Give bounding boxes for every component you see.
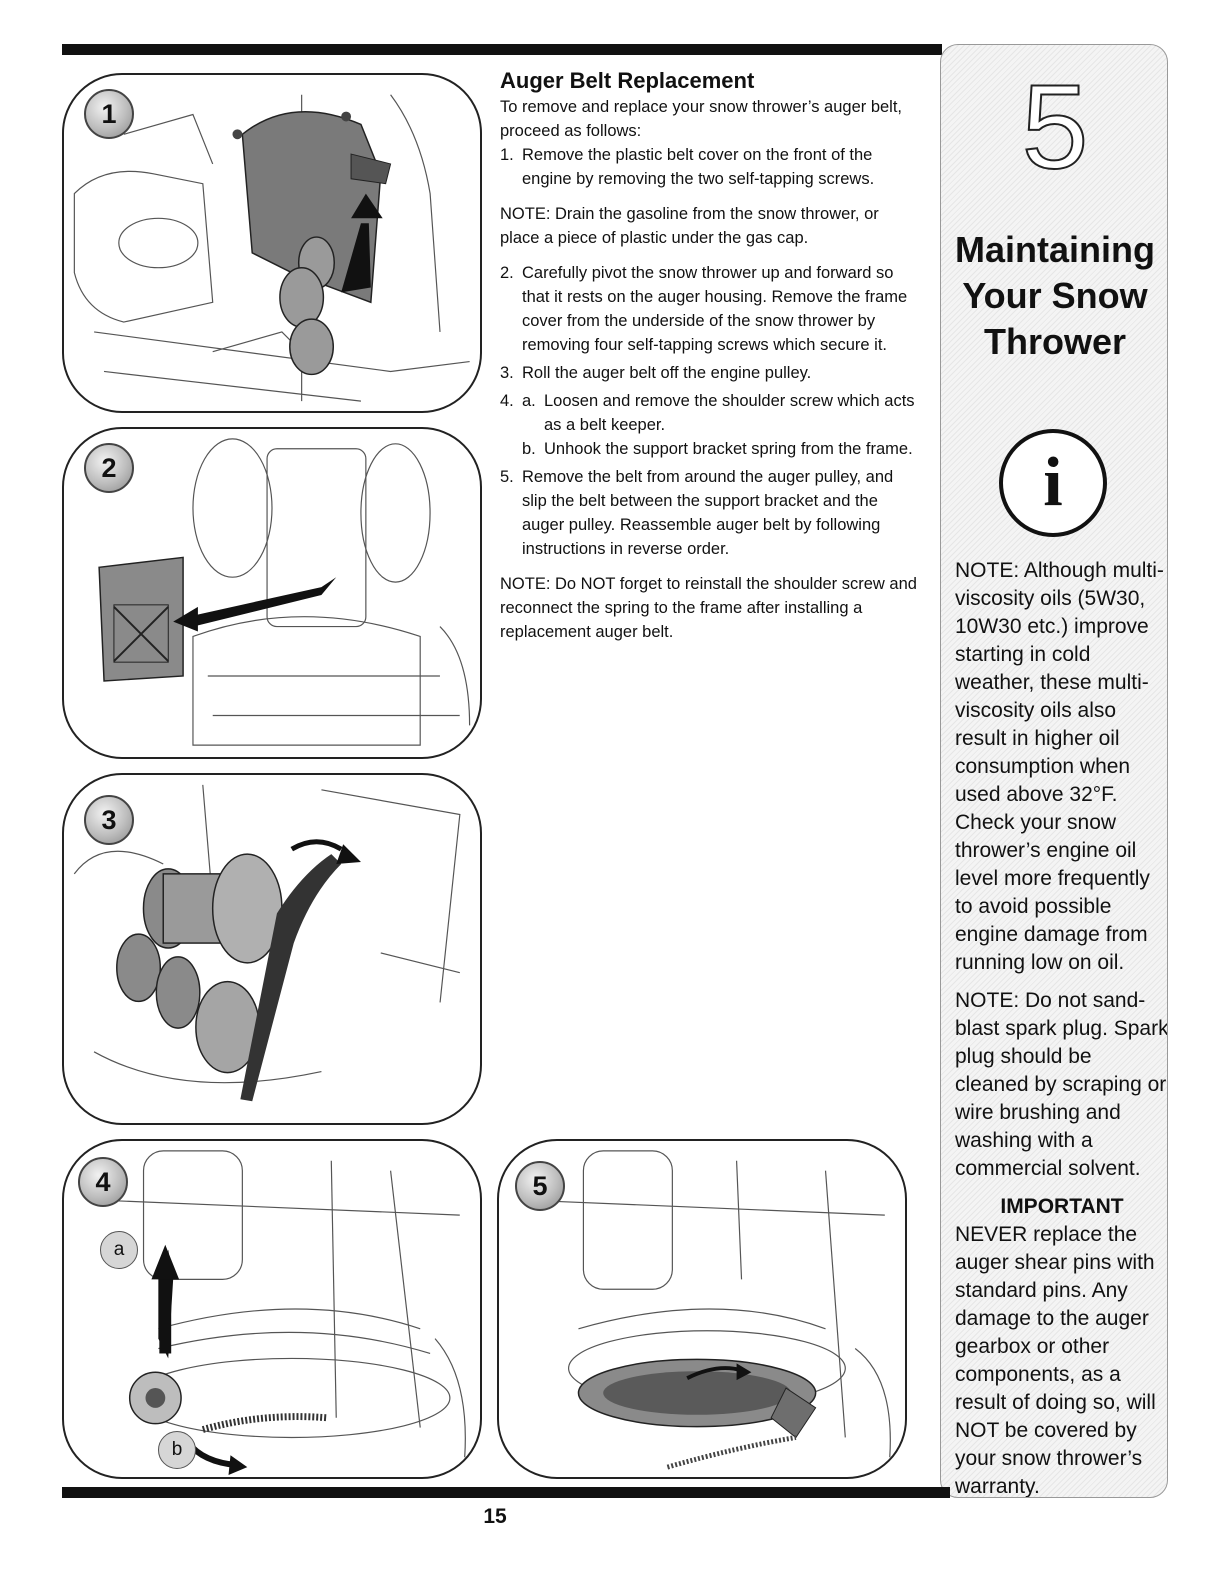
figure-5-illustration bbox=[529, 1150, 891, 1470]
figure-1-illustration bbox=[73, 94, 470, 402]
note-oil-viscosity: NOTE: Although multi-viscosity oils (5W3… bbox=[955, 559, 1164, 974]
figure-4-shoulder-screw: 4 a b bbox=[62, 1139, 482, 1479]
bottom-rule bbox=[62, 1487, 950, 1498]
step-5: 5. Remove the belt from around the auger… bbox=[500, 465, 920, 561]
step-badge-5: 5 bbox=[515, 1161, 565, 1211]
important-heading: IMPORTANT bbox=[1000, 1195, 1124, 1218]
step-2: 2. Carefully pivot the snow thrower up a… bbox=[500, 261, 920, 357]
figure-2-frame-cover: 2 bbox=[62, 427, 482, 759]
label-b: b bbox=[158, 1431, 196, 1469]
step-badge-4: 4 bbox=[78, 1157, 128, 1207]
chapter-title: Maintaining Your Snow Thrower bbox=[941, 227, 1167, 365]
step-4b-text: Unhook the support bracket spring from t… bbox=[544, 440, 913, 458]
step-badge-1: 1 bbox=[84, 89, 134, 139]
section-title: Auger Belt Replacement bbox=[500, 68, 755, 93]
chapter-number: 5 bbox=[1021, 60, 1090, 194]
chapter-title-line-1: Maintaining bbox=[955, 229, 1155, 270]
step-5-number: 5. bbox=[500, 468, 514, 486]
intro-text: To remove and replace your snow thrower’… bbox=[500, 98, 903, 140]
step-4a: a. Loosen and remove the shoulder screw … bbox=[522, 389, 920, 437]
top-rule bbox=[62, 44, 942, 55]
step-2-text: Carefully pivot the snow thrower up and … bbox=[522, 264, 908, 354]
step-badge-3: 3 bbox=[84, 795, 134, 845]
important-shear-pins: NEVER replace the auger shear pins with … bbox=[955, 1223, 1156, 1498]
info-icon: i bbox=[999, 429, 1107, 537]
figure-3-engine-pulley: 3 bbox=[62, 773, 482, 1125]
page-number: 15 bbox=[483, 1505, 507, 1528]
step-4b: b. Unhook the support bracket spring fro… bbox=[522, 437, 920, 461]
figure-2-illustration bbox=[98, 438, 471, 746]
figure-1-belt-cover: 1 bbox=[62, 73, 482, 413]
label-a: a bbox=[100, 1231, 138, 1269]
step-4b-letter: b. bbox=[522, 440, 536, 458]
step-4a-text: Loosen and remove the shoulder screw whi… bbox=[544, 392, 915, 434]
step-4a-letter: a. bbox=[522, 392, 536, 410]
figure-4-illustration bbox=[103, 1150, 466, 1476]
step-4-number: 4. bbox=[500, 392, 514, 410]
chapter-sidebar: 5 Maintaining Your Snow Thrower i NOTE: … bbox=[940, 44, 1168, 1498]
step-3-number: 3. bbox=[500, 364, 514, 382]
note-spark-plug: NOTE: Do not sand-blast spark plug. Spar… bbox=[955, 989, 1168, 1180]
step-1-number: 1. bbox=[500, 146, 514, 164]
step-2-number: 2. bbox=[500, 264, 514, 282]
figure-5-auger-pulley: 5 bbox=[497, 1139, 907, 1479]
chapter-title-line-3: Thrower bbox=[983, 321, 1126, 362]
step-3-text: Roll the auger belt off the engine pulle… bbox=[522, 364, 812, 382]
step-badge-2: 2 bbox=[84, 443, 134, 493]
sidebar-notes: NOTE: Although multi-viscosity oils (5W3… bbox=[955, 557, 1168, 1498]
auger-belt-instructions: Auger Belt Replacement To remove and rep… bbox=[500, 68, 920, 655]
steps-list-part2: 2. Carefully pivot the snow thrower up a… bbox=[500, 261, 920, 561]
step-1: 1. Remove the plastic belt cover on the … bbox=[500, 143, 920, 191]
note-shoulder-screw: NOTE: Do NOT forget to reinstall the sho… bbox=[500, 575, 917, 641]
step-4: 4. a. Loosen and remove the shoulder scr… bbox=[500, 389, 920, 461]
step-1-text: Remove the plastic belt cover on the fro… bbox=[522, 146, 875, 188]
chapter-title-line-2: Your Snow bbox=[962, 275, 1148, 316]
step-3: 3. Roll the auger belt off the engine pu… bbox=[500, 361, 920, 385]
note-gasoline: NOTE: Drain the gasoline from the snow t… bbox=[500, 205, 879, 247]
steps-list-part1: 1. Remove the plastic belt cover on the … bbox=[500, 143, 920, 191]
figure-3-illustration bbox=[73, 784, 461, 1102]
step-5-text: Remove the belt from around the auger pu… bbox=[522, 468, 894, 558]
